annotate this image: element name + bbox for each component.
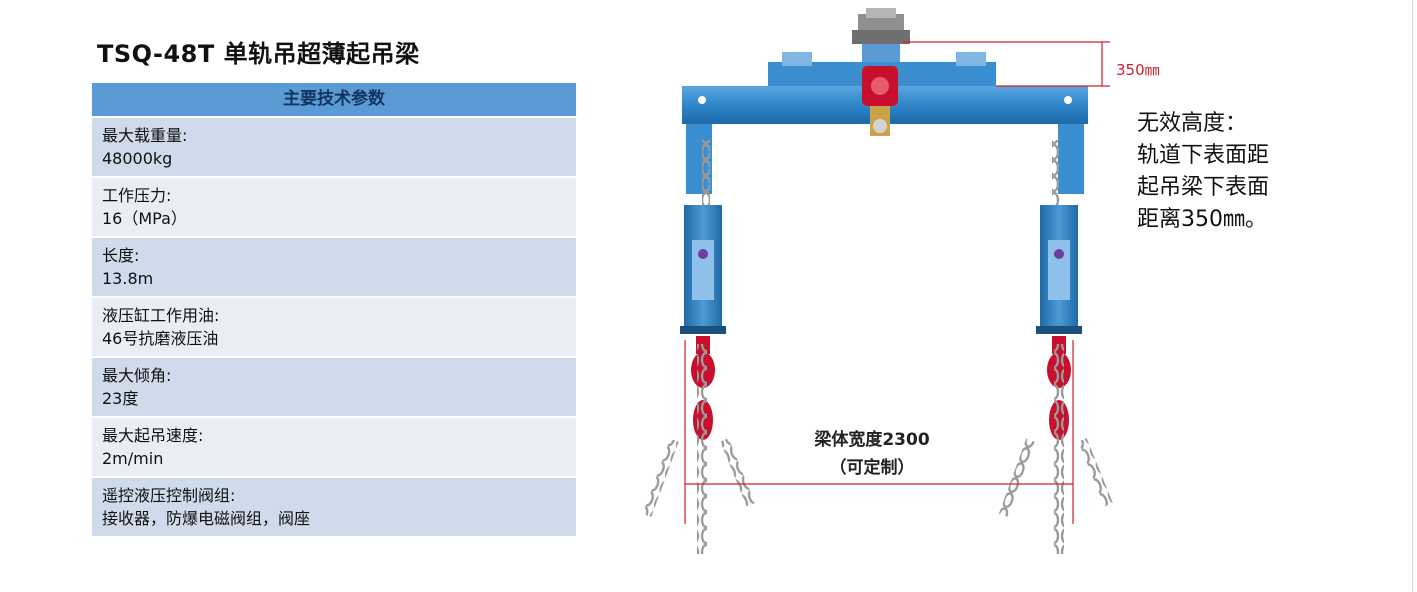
spec-value: 13.8m bbox=[102, 269, 154, 288]
spec-label: 最大载重量: bbox=[102, 126, 188, 145]
height-dimension-label: 350㎜ bbox=[1116, 61, 1160, 79]
frame-bracket-left bbox=[782, 52, 812, 66]
spec-table-header: 主要技术参数 bbox=[92, 83, 576, 116]
left-leg bbox=[680, 124, 726, 334]
spec-label: 液压缸工作用油: bbox=[102, 306, 220, 325]
beam-hole bbox=[1064, 96, 1072, 104]
spec-value: 46号抗磨液压油 bbox=[102, 329, 219, 348]
spec-row-oil: 液压缸工作用油: 46号抗磨液压油 bbox=[92, 298, 576, 356]
spec-table: 主要技术参数 最大载重量: 48000kg 工作压力: 16（MPa） 长度: … bbox=[92, 83, 576, 536]
spec-row-pressure: 工作压力: 16（MPa） bbox=[92, 178, 576, 236]
beam-width-text: 梁体宽度2300 bbox=[814, 430, 930, 450]
spec-label: 最大倾角: bbox=[102, 366, 172, 385]
note-line: 无效高度： bbox=[1137, 111, 1248, 136]
spec-label: 遥控液压控制阀组: bbox=[102, 486, 236, 505]
spec-value: 接收器，防爆电磁阀组，阀座 bbox=[102, 509, 311, 528]
width-dimension bbox=[684, 340, 1074, 524]
spec-label: 长度: bbox=[102, 246, 140, 265]
spec-label: 最大起吊速度: bbox=[102, 426, 204, 445]
spec-value: 23度 bbox=[102, 389, 139, 408]
spec-row-max-angle: 最大倾角: 23度 bbox=[92, 358, 576, 416]
center-hook-block bbox=[862, 66, 898, 136]
note-line: 距离350㎜。 bbox=[1137, 207, 1267, 232]
spec-row-valve-group: 遥控液压控制阀组: 接收器，防爆电磁阀组，阀座 bbox=[92, 478, 576, 536]
frame-bracket-right bbox=[956, 52, 986, 66]
spec-row-length: 长度: 13.8m bbox=[92, 238, 576, 296]
spec-row-lift-speed: 最大起吊速度: 2m/min bbox=[92, 418, 576, 476]
right-hook-chains bbox=[998, 336, 1113, 554]
spec-row-max-load: 最大载重量: 48000kg bbox=[92, 118, 576, 176]
page-right-border bbox=[1412, 0, 1413, 592]
lifting-beam-illustration bbox=[642, 8, 1113, 554]
note-line: 轨道下表面距 bbox=[1137, 143, 1270, 168]
beam-width-label: 梁体宽度2300 （可定制） bbox=[760, 426, 984, 482]
page-title: TSQ-48T 单轨吊超薄起吊梁 bbox=[97, 40, 420, 68]
spec-value: 48000kg bbox=[102, 149, 173, 168]
spec-value: 16（MPa） bbox=[102, 209, 187, 228]
beam-width-customizable: （可定制） bbox=[829, 458, 915, 478]
spec-value: 2m/min bbox=[102, 449, 164, 468]
right-leg bbox=[1036, 124, 1084, 334]
height-dimension bbox=[902, 41, 1110, 87]
note-line: 起吊梁下表面 bbox=[1137, 175, 1270, 200]
ineffective-height-note: 无效高度： 轨道下表面距 起吊梁下表面 距离350㎜。 bbox=[1137, 108, 1337, 236]
left-hook-chains bbox=[642, 336, 755, 554]
spec-label: 工作压力: bbox=[102, 186, 172, 205]
trolley bbox=[852, 8, 910, 64]
beam-hole bbox=[698, 96, 706, 104]
